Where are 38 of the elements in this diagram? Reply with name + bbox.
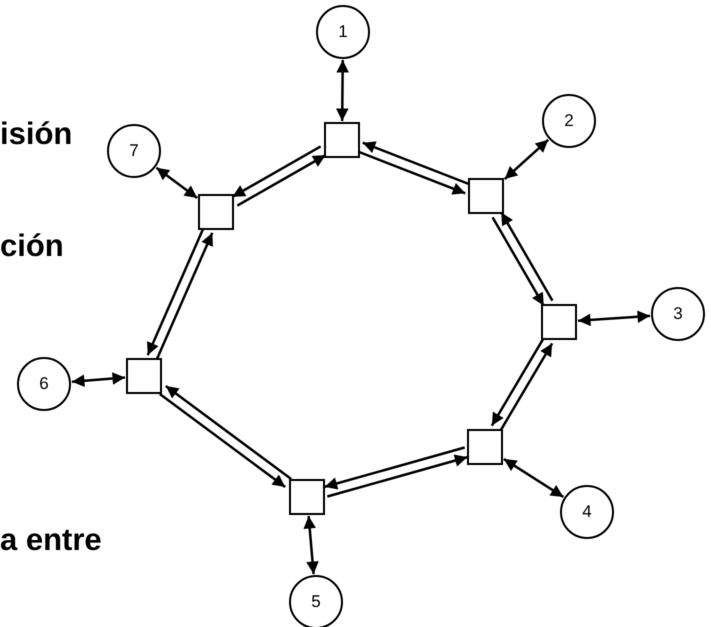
- numbered-circle: 6: [17, 357, 71, 411]
- arrow: [492, 216, 545, 306]
- arrow: [500, 212, 554, 302]
- arrow: [146, 228, 204, 356]
- arrow: [336, 60, 349, 122]
- arrow: [324, 446, 466, 490]
- heading-fragment: a entre: [0, 522, 102, 558]
- arrow: [232, 145, 322, 198]
- arrow: [236, 154, 326, 207]
- arrow: [156, 166, 198, 200]
- arrow: [159, 392, 286, 488]
- arrow: [156, 232, 214, 360]
- arrow: [504, 138, 550, 180]
- arrow: [578, 310, 650, 326]
- arrow: [503, 458, 564, 498]
- arrow: [499, 342, 554, 432]
- heading-fragment: isión: [0, 116, 72, 152]
- heading-fragment: ción: [0, 228, 64, 264]
- arrow: [303, 516, 319, 574]
- square-node: [126, 358, 162, 394]
- arrow: [326, 454, 468, 498]
- numbered-circle: 2: [542, 94, 596, 148]
- numbered-circle: 5: [289, 575, 343, 627]
- arrow: [165, 384, 292, 480]
- square-node: [468, 178, 504, 214]
- square-node: [324, 122, 360, 158]
- arrow: [490, 338, 545, 426]
- square-node: [289, 479, 325, 515]
- numbered-circle: 1: [316, 5, 370, 59]
- arrow: [72, 372, 126, 387]
- arrow: [358, 150, 466, 195]
- numbered-circle: 7: [107, 124, 161, 178]
- arrow: [362, 141, 470, 186]
- square-node: [467, 429, 503, 465]
- numbered-circle: 3: [651, 287, 705, 341]
- numbered-circle: 4: [560, 485, 614, 539]
- square-node: [541, 304, 577, 340]
- square-node: [198, 194, 234, 230]
